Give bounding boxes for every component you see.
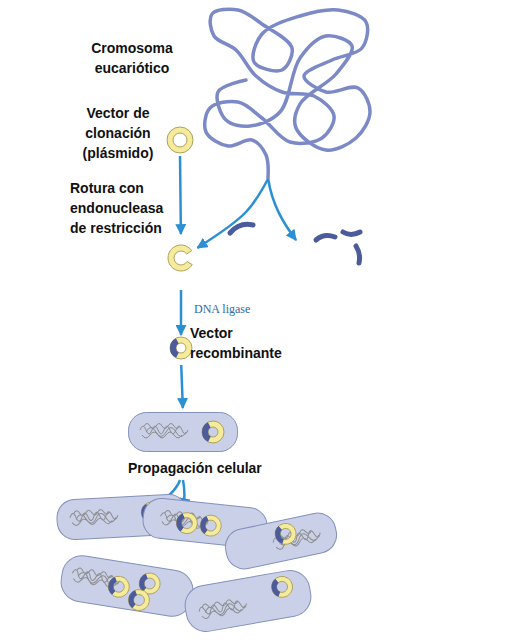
cut-plasmid: Rotura con endonucleasa de restricción (167, 244, 195, 272)
chromosome: Cromosoma eucariótico (195, 5, 375, 179)
dna-fragment (316, 236, 335, 240)
cell-body (222, 510, 340, 572)
plasmid (199, 514, 222, 537)
node-label: Propagación celular (128, 458, 298, 478)
dna-fragment (356, 246, 360, 263)
plasmid (270, 575, 294, 599)
plasmid-vector: Vector de clonación (plásmido) (166, 126, 194, 154)
node-outline (170, 337, 192, 359)
inserted-dna (202, 422, 211, 442)
bacterial-cell (182, 567, 314, 634)
node-label: Vector recombinante (190, 323, 294, 363)
plasmid (127, 588, 151, 612)
plasmid (273, 521, 298, 546)
node-outline (166, 126, 194, 154)
node-outline (128, 412, 238, 452)
plasmid (107, 575, 131, 599)
node-outline (195, 5, 375, 179)
plasmid-outline (176, 343, 186, 353)
plasmid-outline (167, 127, 193, 153)
inserted-dna (170, 338, 179, 358)
node-label: Cromosoma eucariótico (62, 38, 202, 78)
plasmid (175, 512, 198, 535)
process-arrow (181, 365, 183, 408)
node-label: Vector de clonación (plásmido) (72, 103, 164, 163)
dna-fragment (343, 232, 360, 235)
node-outline (167, 244, 195, 272)
plasmid-outline (173, 133, 187, 147)
dna-fragment (230, 224, 253, 233)
bacterial-cell (58, 553, 196, 619)
bacterial-cell (222, 510, 340, 572)
cell-body (129, 413, 238, 452)
nucleoid (198, 597, 248, 620)
process-arrow (179, 156, 182, 234)
plasmid-outline (202, 421, 224, 443)
recombinant-vector: Vector recombinante (170, 337, 192, 359)
process-arrow (180, 290, 183, 335)
nucleoid (140, 424, 188, 439)
split-arrow (268, 178, 296, 240)
plasmid-ring (170, 130, 190, 150)
cut-plasmid-shape (168, 245, 192, 271)
cell-body (58, 553, 196, 619)
plasmid-outline (170, 337, 192, 359)
plasmid-outline (208, 427, 218, 437)
process-arrow (197, 179, 268, 248)
nucleoid (70, 509, 119, 526)
node-label: Rotura con endonucleasa de restricción (70, 178, 180, 238)
edge-label: DNA ligase (194, 302, 250, 316)
cell-body (182, 567, 314, 634)
chromosome-strand (205, 9, 370, 178)
bacterial-cell: Propagación celular (128, 412, 238, 452)
